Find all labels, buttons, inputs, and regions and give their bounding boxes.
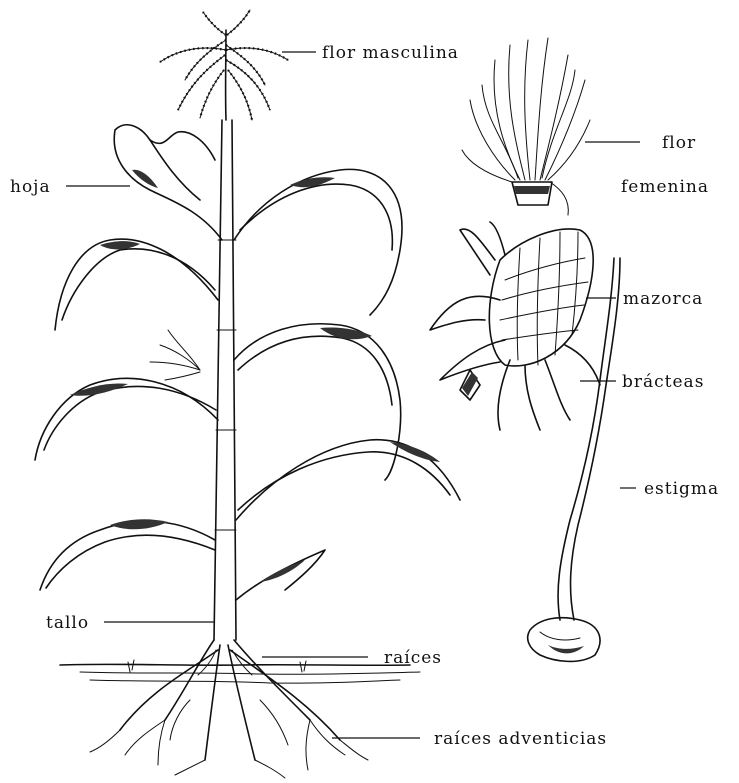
label-mazorca: mazorca (623, 289, 703, 309)
corn-ear-illustration (430, 222, 600, 430)
label-femenina: femenina (621, 177, 709, 197)
female-flower-illustration (462, 38, 590, 215)
tassel-illustration (160, 10, 288, 120)
label-tallo: tallo (46, 613, 89, 633)
label-estigma: estigma (644, 479, 719, 499)
label-raices: raíces (384, 648, 442, 668)
label-raices-adventicias: raíces adventicias (434, 729, 607, 749)
label-bracteas: brácteas (622, 372, 704, 392)
leaves-illustration (35, 125, 460, 600)
ground-illustration (60, 660, 420, 683)
label-hoja: hoja (10, 177, 51, 197)
leader-lines (66, 52, 640, 738)
label-flor: flor (662, 133, 696, 153)
label-flor-masculina: flor masculina (322, 43, 459, 63)
roots-illustration (90, 640, 368, 778)
